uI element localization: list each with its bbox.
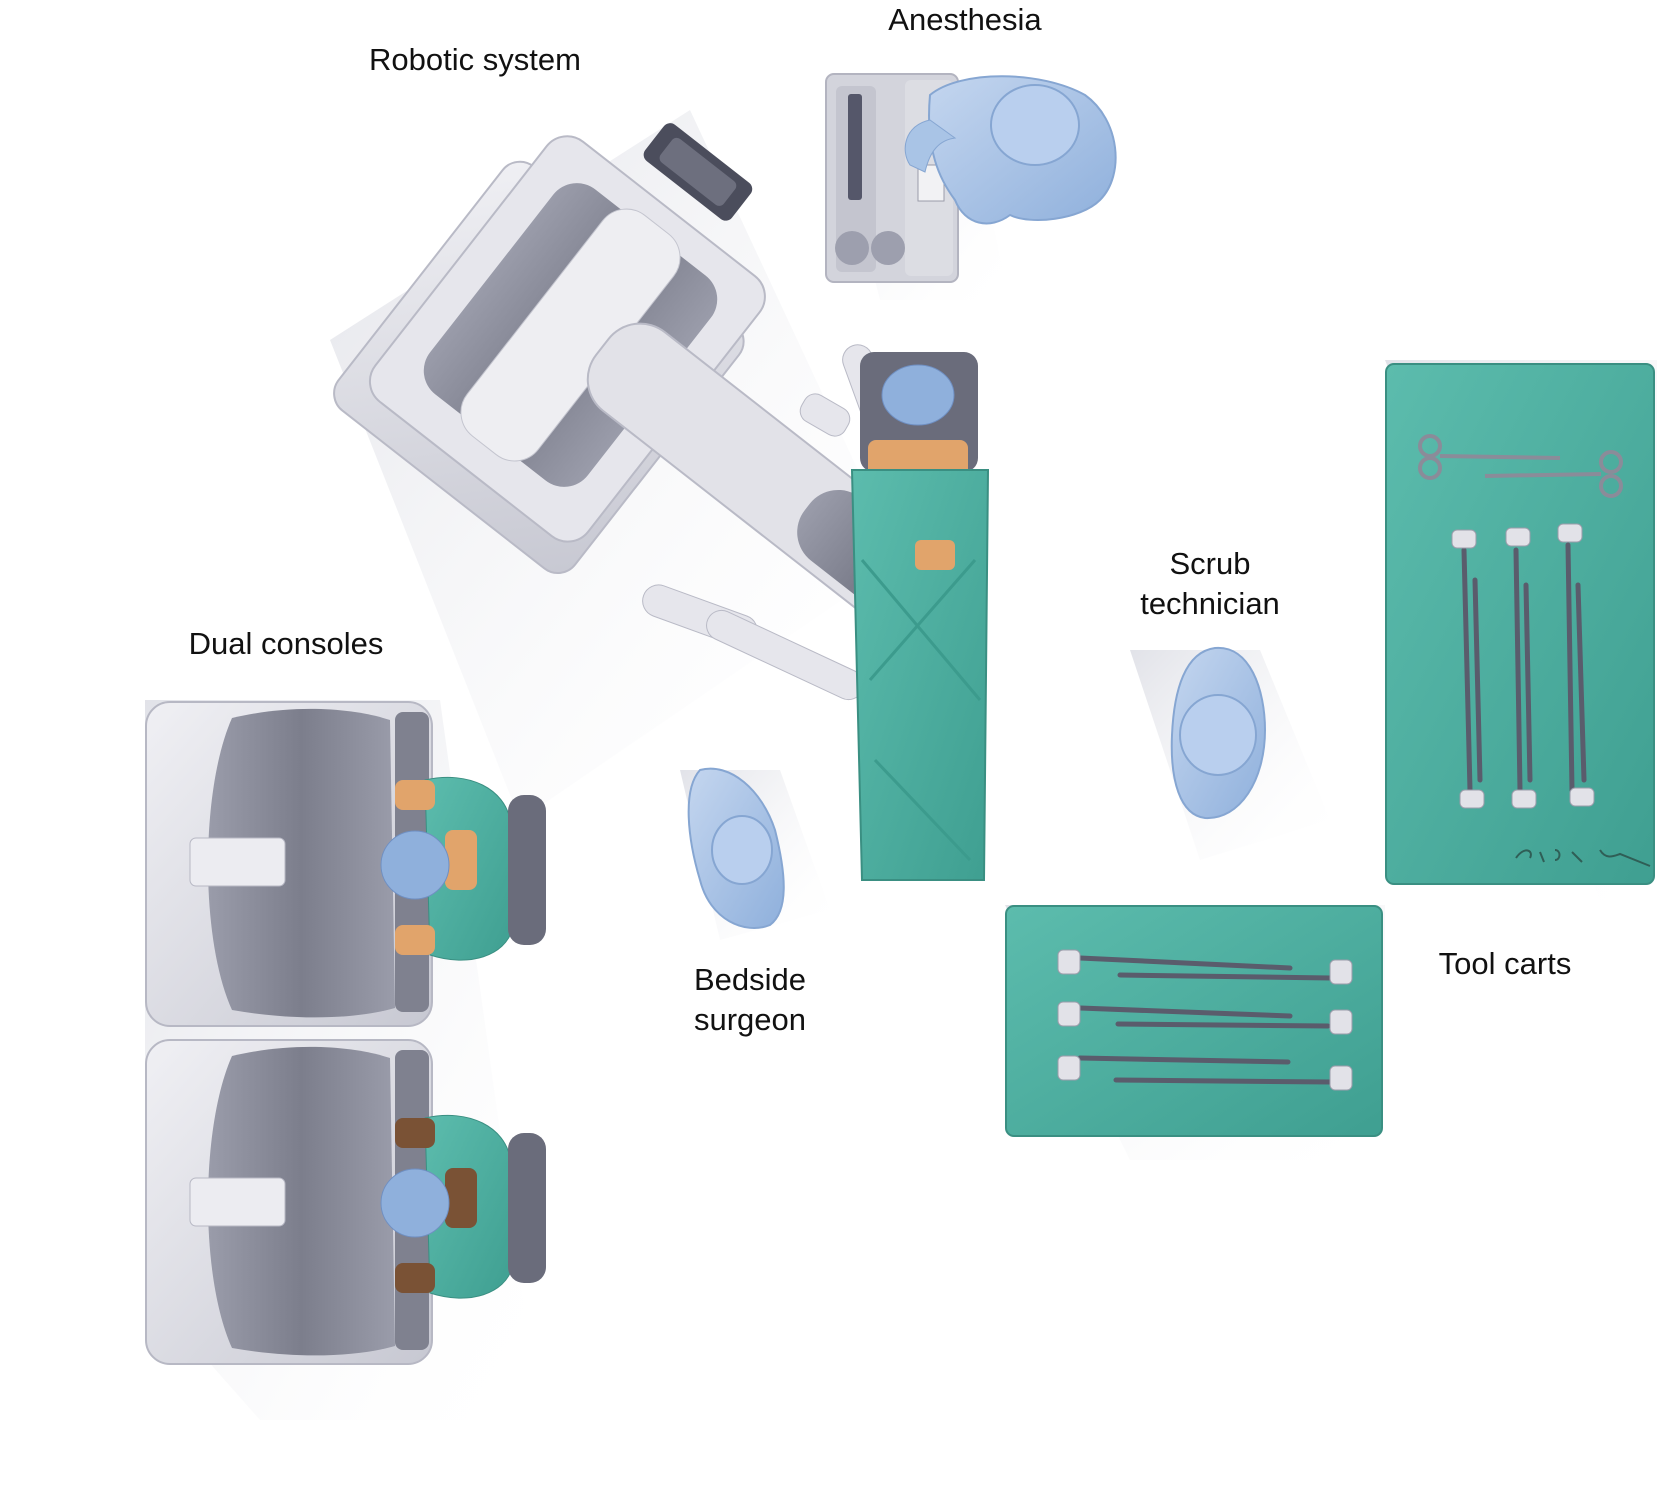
instrument-handles-horizontal <box>1057 949 1353 1091</box>
instrument-rods-horizontal <box>1077 955 1333 1085</box>
tool-cart-vertical <box>1385 363 1655 885</box>
tool-cart-horizontal <box>1005 905 1383 1137</box>
robotic-system <box>333 123 963 701</box>
label-scrub-technician-line2: technician <box>1140 586 1280 621</box>
label-bedside-surgeon: Bedside surgeon <box>680 960 820 1040</box>
scissors-2 <box>1484 450 1623 498</box>
artist-signature-mark <box>1515 849 1651 867</box>
instrument-rods-vertical <box>1461 542 1587 793</box>
surgeon-console-2 <box>145 1039 546 1365</box>
label-scrub-technician: Scrub technician <box>1130 544 1290 624</box>
patient-table <box>850 352 990 881</box>
label-anesthesia: Anesthesia <box>888 2 1042 37</box>
label-scrub-technician-line1: Scrub <box>1169 546 1251 581</box>
scrub-technician-figure <box>1170 646 1267 820</box>
anesthesiologist-figure <box>904 75 1117 225</box>
label-dual-consoles: Dual consoles <box>188 626 384 661</box>
scissors-1 <box>1418 434 1561 480</box>
instrument-handles-vertical <box>1451 523 1595 809</box>
surgeon-console-1 <box>145 701 546 1027</box>
label-bedside-surgeon-line2: surgeon <box>693 1002 807 1037</box>
label-bedside-surgeon-line1: Bedside <box>693 962 807 997</box>
label-robotic-system: Robotic system <box>369 42 581 77</box>
label-tool-carts: Tool carts <box>1438 946 1572 981</box>
bedside-surgeon-figure <box>687 767 785 929</box>
